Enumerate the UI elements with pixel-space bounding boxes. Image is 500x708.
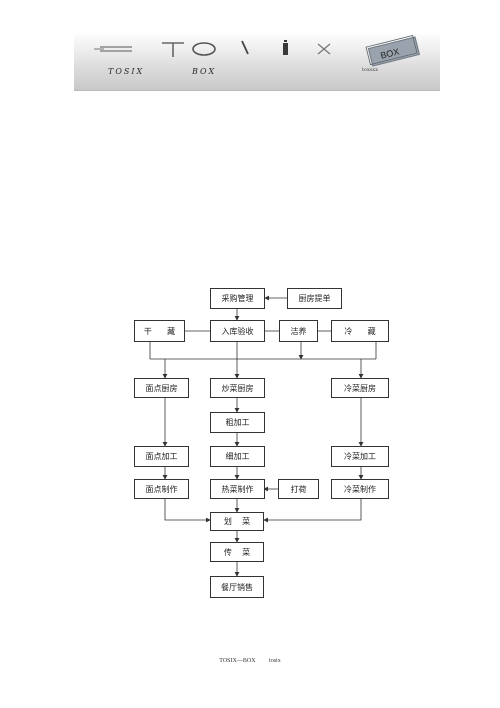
node-cold-kitchen: 冷菜厨房 [331,378,389,398]
slash-icon [241,40,249,55]
node-receiving: 入库验收 [210,320,265,342]
node-dry-storage: 干 藏 [134,320,185,342]
brand-sub: toxsxx [362,67,379,73]
banner-graphics: BOX [94,35,421,67]
page-footer: TOSIX—BOX tosix [0,658,500,664]
node-garnish: 打荷 [278,479,319,499]
node-serving: 传 菜 [210,542,264,562]
box-logo [365,35,421,67]
letter-o-icon [192,42,216,56]
node-cold-dish-making: 冷菜制作 [331,479,389,499]
letter-t-icon [162,42,184,57]
node-hot-dish-making: 热菜制作 [210,479,265,499]
node-procurement: 采购管理 [210,288,265,309]
header-banner: BOX TOSIX BOX toxsxx [74,34,440,91]
node-cold-processing: 冷菜加工 [331,446,389,467]
node-rough-processing: 粗加工 [210,412,265,433]
box-logo-text: BOX [379,46,400,60]
node-fine-processing: 细加工 [210,446,265,467]
brand-tosix: TOSIX [108,67,145,76]
node-pastry-making: 面点制作 [134,479,189,499]
node-pastry-processing: 面点加工 [134,446,189,467]
node-kitchen-request: 厨房提单 [287,288,342,309]
node-restaurant-sales: 餐厅销售 [210,576,264,598]
footer-sub: tosix [269,658,281,664]
double-line-icon [94,46,132,52]
phone-icon [283,43,288,55]
cross-icon [317,43,331,55]
node-pastry-kitchen: 面点厨房 [134,378,189,398]
footer-brand: TOSIX—BOX [219,658,256,664]
node-stirfry-kitchen: 炒菜厨房 [210,378,265,398]
node-cold-storage: 冷 藏 [331,320,389,342]
node-dish-dispatch: 划 菜 [210,512,264,531]
brand-box: BOX [192,67,217,76]
node-cleaning: 洁养 [279,320,318,342]
